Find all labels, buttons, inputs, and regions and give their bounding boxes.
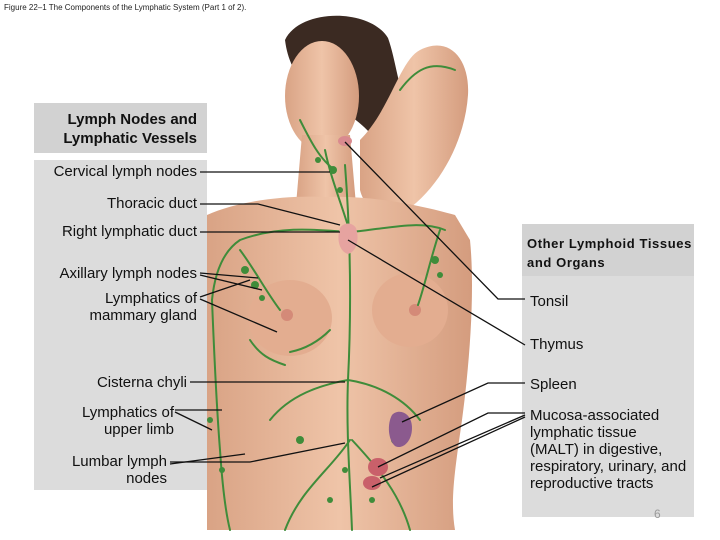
tonsil-shape xyxy=(338,136,352,146)
intestine-malt-shape-2 xyxy=(363,476,381,490)
label-thoracic-duct: Thoracic duct xyxy=(17,195,197,212)
torso-shape xyxy=(207,197,472,530)
label-tonsil: Tonsil xyxy=(530,293,690,310)
label-right-lymphatic-duct: Right lymphatic duct xyxy=(17,223,197,240)
label-cisterna-chyli: Cisterna chyli xyxy=(7,374,187,391)
label-lymphatics-of-upper-limb: Lymphatics of upper limb xyxy=(64,404,174,438)
label-thymus: Thymus xyxy=(530,336,690,353)
head-shape xyxy=(285,41,359,151)
left-nipple xyxy=(281,309,293,321)
label-spleen: Spleen xyxy=(530,376,690,393)
label-cervical-lymph-nodes: Cervical lymph nodes xyxy=(17,163,197,180)
page-number: 6 xyxy=(654,507,661,521)
right-nipple xyxy=(409,304,421,316)
label-lymphatics-of-mammary-gland: Lymphatics of mammary gland xyxy=(62,290,197,324)
label-malt: Mucosa-associated lymphatic tissue (MALT… xyxy=(530,407,688,492)
label-axillary-lymph-nodes: Axillary lymph nodes xyxy=(17,265,197,282)
label-lumbar-lymph-nodes: Lumbar lymph nodes xyxy=(67,453,167,487)
leader-upper-limb-2 xyxy=(175,412,212,430)
